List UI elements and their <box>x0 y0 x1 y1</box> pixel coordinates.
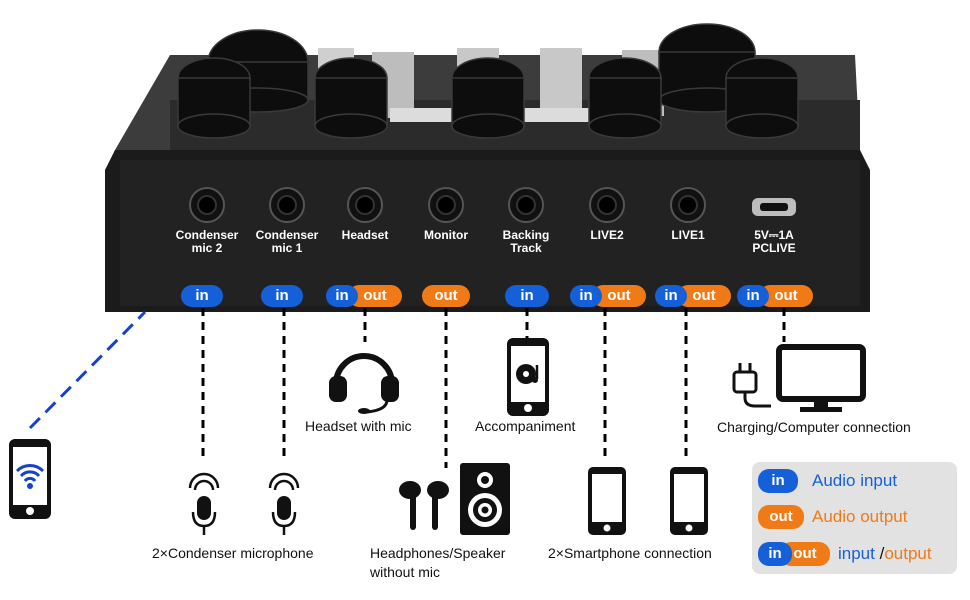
in-tag: in <box>655 285 687 307</box>
computer-label: Charging/Computer connection <box>717 419 911 435</box>
legend-output-text: Audio output <box>812 507 908 526</box>
legend: in Audio input out Audio output out in i… <box>752 462 957 574</box>
smartphone-label: 2×Smartphone connection <box>548 545 712 561</box>
earphones-icon <box>399 481 449 530</box>
in-tag: in <box>737 285 769 307</box>
usb-port <box>752 198 796 216</box>
legend-io-out: output <box>884 544 932 563</box>
audio-jack <box>347 187 383 223</box>
out-tag: out <box>348 285 402 307</box>
out-tag: out <box>592 285 646 307</box>
in-tag: in <box>758 542 792 566</box>
tag-in-backing-track: in <box>505 285 549 307</box>
legend-io-sep: / <box>879 544 885 563</box>
tag-in-condenser-mic-1: in <box>261 285 303 307</box>
out-tag: out <box>677 285 731 307</box>
out-tag: out <box>758 505 804 529</box>
audio-jack <box>508 187 544 223</box>
tag-inout-headset: out in <box>326 285 402 307</box>
speaker-label-line2: without mic <box>370 564 441 580</box>
audio-jack <box>189 187 225 223</box>
legend-io-text: input /output <box>838 544 932 564</box>
legend-input-text: Audio input <box>812 471 898 490</box>
tag-inout-pclive: out in <box>737 285 813 307</box>
in-tag: in <box>181 285 223 307</box>
tag-inout-live1: out in <box>655 285 731 307</box>
accompaniment-label: Accompaniment <box>475 418 576 434</box>
computer-monitor-icon <box>776 344 866 412</box>
headset-icon <box>329 353 399 414</box>
condenser-mic-icon <box>268 472 300 535</box>
smartphone-icon <box>588 467 626 535</box>
condenser-mic-icon <box>188 472 220 535</box>
port-label: Backing Track <box>502 228 550 255</box>
speaker-icon <box>460 463 510 535</box>
port-label: 5V⎓1A PCLIVE <box>752 228 796 255</box>
smartphone-icon <box>670 467 708 535</box>
audio-jack <box>428 187 464 223</box>
in-tag: in <box>758 469 798 493</box>
in-tag: in <box>505 285 549 307</box>
legend-input: in Audio input <box>752 469 957 493</box>
legend-io-in: input <box>838 544 880 563</box>
out-tag: out <box>422 285 470 307</box>
legend-io: out in input /output <box>752 542 957 566</box>
port-label: LIVE1 <box>671 228 705 242</box>
in-tag: in <box>261 285 303 307</box>
port-label: Headset <box>341 228 389 242</box>
headset-label: Headset with mic <box>305 418 412 434</box>
in-tag: in <box>326 285 358 307</box>
speaker-label-line1: Headphones/Speaker <box>370 545 506 561</box>
port-label: LIVE2 <box>590 228 624 242</box>
wireless-phone-icon <box>9 439 51 519</box>
audio-jack <box>269 187 305 223</box>
in-tag: in <box>570 285 602 307</box>
music-phone-icon <box>507 338 549 416</box>
audio-jack <box>589 187 625 223</box>
tag-inout-live2: out in <box>570 285 646 307</box>
tag-in-condenser-mic-2: in <box>181 285 223 307</box>
out-tag: out <box>759 285 813 307</box>
port-label: Condenser mic 2 <box>175 228 239 255</box>
port-label: Monitor <box>424 228 468 242</box>
port-label: Condenser mic 1 <box>255 228 319 255</box>
tag-out-monitor: out <box>422 285 470 307</box>
legend-output: out Audio output <box>752 505 957 529</box>
microphone-label: 2×Condenser microphone <box>152 545 314 561</box>
audio-jack <box>670 187 706 223</box>
charger-plug-icon <box>732 363 771 408</box>
